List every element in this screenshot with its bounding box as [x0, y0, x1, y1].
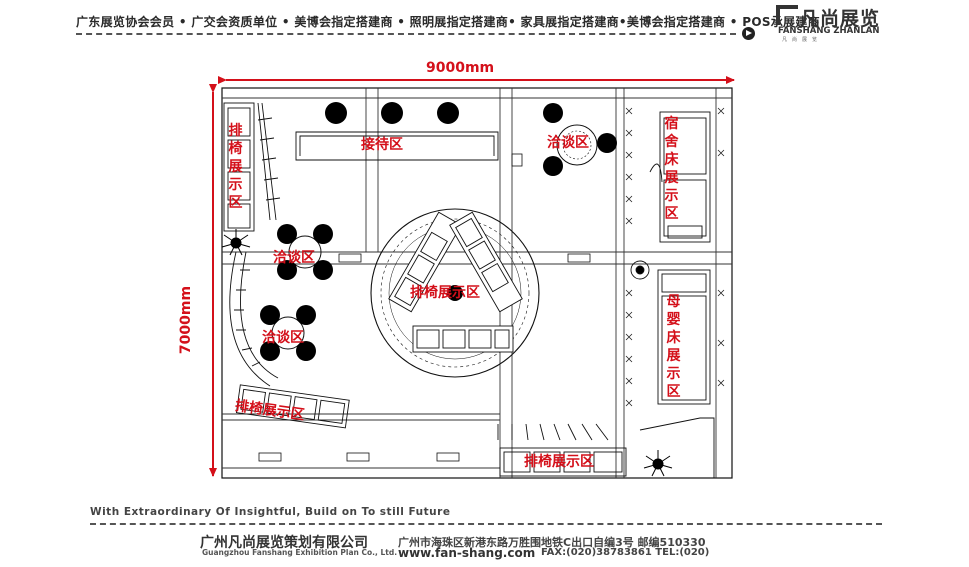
- width-dimension-label: 9000mm: [426, 60, 495, 76]
- zone-label-baby-bed: 母婴床展示区: [666, 294, 681, 400]
- booth-boundary: [221, 87, 733, 479]
- curved-wall: [229, 251, 279, 387]
- negotiation-table-top: [543, 103, 617, 176]
- zone-label-bench-left: 排椅展示区: [228, 123, 243, 211]
- reception-stools: [325, 102, 459, 124]
- logo-text: 凡尚展览: [800, 8, 881, 30]
- dorm-bed-display: [649, 111, 711, 243]
- company-name-english: Guangzhou Fanshang Exhibition Plan Co., …: [202, 548, 398, 557]
- column-markers: [625, 107, 725, 407]
- small-plinths: [258, 153, 591, 462]
- arrow-right-icon: [742, 27, 755, 40]
- zone-label-bench-bottom: 排椅展示区: [524, 454, 594, 470]
- footer-divider: [90, 523, 882, 525]
- zone-label-negotiation-1: 洽谈区: [273, 250, 315, 266]
- logo-subtext: 凡尚展览: [782, 37, 823, 43]
- zone-label-bench-center: 排椅展示区: [410, 285, 480, 301]
- bench-display-bottom: [497, 417, 715, 478]
- depth-dimension-label: 7000mm: [178, 285, 194, 355]
- negotiation-group-2: [260, 305, 316, 361]
- logo-english-text: FANSHANG ZHANLAN: [778, 26, 880, 36]
- company-logo: 凡尚展览 FANSHANG ZHANLAN 凡尚展览: [772, 4, 882, 43]
- aisle-grid: [222, 88, 732, 478]
- header-tagline: 广东展览协会会员 • 广交会资质单位 • 美博会指定搭建商 • 照明展指定搭建商…: [76, 15, 820, 29]
- company-fax-tel: FAX:(020)38783861 TEL:(020): [541, 547, 710, 558]
- logo-mark-icon: [776, 5, 798, 25]
- plant-icon-bottom: [643, 450, 673, 477]
- zone-label-negotiation-2: 洽谈区: [262, 330, 304, 346]
- company-name: 广州凡尚展览策划有限公司: [200, 535, 368, 551]
- zone-label-dorm-bed: 宿舍床展示区: [664, 116, 679, 222]
- negotiation-group-1: [277, 224, 333, 280]
- company-address: 广州市海珠区新港东路万胜围地铁C出口自编3号 邮编510330: [398, 536, 706, 549]
- bench-display-lower-left: [235, 384, 350, 429]
- bench-display-left: [223, 102, 281, 232]
- footer-slogan: With Extraordinary Of Insightful, Build …: [90, 506, 451, 518]
- central-bench-rows: [388, 211, 523, 353]
- company-website: www.fan-shang.com: [398, 546, 536, 560]
- zone-label-negotiation-top: 洽谈区: [547, 135, 589, 151]
- reception-counter: [295, 131, 499, 161]
- baby-bed-display: [630, 260, 711, 405]
- zone-label-reception: 接待区: [361, 137, 403, 153]
- central-circular-platform: [370, 208, 540, 378]
- header-divider: [76, 33, 736, 35]
- plant-icon-left: [221, 229, 251, 256]
